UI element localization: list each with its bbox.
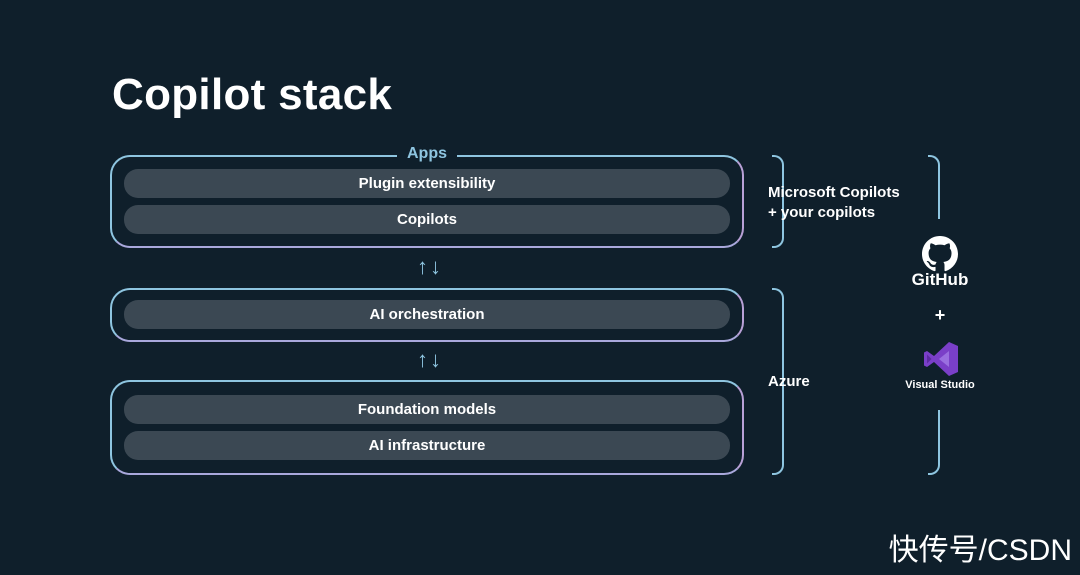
ai-orchestration-layer: AI orchestration: [124, 300, 730, 329]
copilots-bracket-label: Microsoft Copilots + your copilots: [768, 183, 900, 223]
copilots-bracket: [772, 155, 784, 248]
watermark: 快传号/CSDN: [888, 534, 1072, 567]
page-title: Copilot stack: [112, 70, 393, 119]
up-down-arrows: ↑↓: [417, 347, 443, 372]
foundation-models-layer: Foundation models: [124, 395, 730, 424]
apps-group: Apps Plugin extensibility Copilots: [110, 145, 744, 248]
visual-studio-icon: [924, 342, 958, 376]
copilots-line-2: + your copilots: [768, 204, 876, 221]
apps-label: Apps: [397, 145, 457, 163]
github-label: GitHub: [911, 270, 969, 289]
foundation-group: Foundation models AI infrastructure: [110, 380, 744, 475]
azure-bracket: [772, 288, 784, 475]
azure-label: Azure: [768, 373, 810, 390]
orchestration-group: AI orchestration: [110, 288, 744, 342]
copilots-line-1: Microsoft Copilots: [768, 184, 900, 201]
plus-sign: +: [934, 305, 946, 325]
tools-bracket-top: [928, 155, 940, 219]
up-down-arrows: ↑↓: [417, 254, 443, 279]
copilots-layer: Copilots: [124, 205, 730, 234]
tools-bracket-bottom: [928, 455, 940, 475]
ai-infrastructure-layer: AI infrastructure: [124, 431, 730, 460]
visual-studio-label: Visual Studio: [905, 379, 975, 391]
tools-line-bottom: [938, 410, 940, 465]
github-icon: [922, 236, 958, 272]
plugin-extensibility-layer: Plugin extensibility: [124, 169, 730, 198]
